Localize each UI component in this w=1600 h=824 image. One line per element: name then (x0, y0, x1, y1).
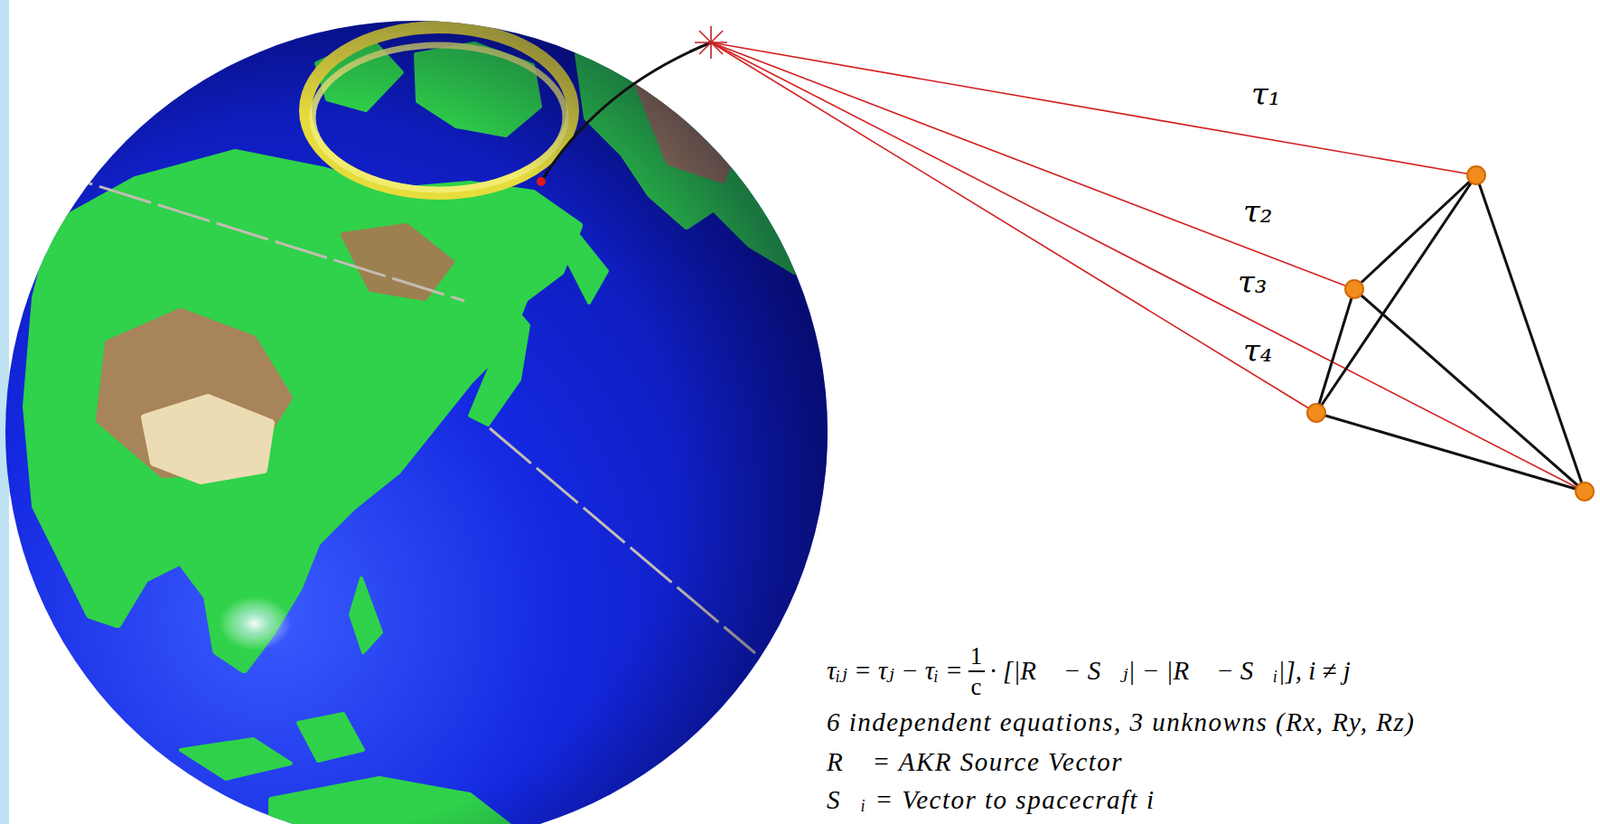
signal-path (711, 42, 1355, 290)
field-line (541, 42, 712, 182)
baselines (1316, 175, 1585, 492)
star-ray (699, 30, 723, 55)
delay-label: τ₁ (1251, 77, 1281, 112)
fraction: 1c (968, 643, 985, 701)
fraction-numerator: 1 (970, 643, 983, 669)
signal-paths (711, 42, 1585, 492)
spacecraft-dot (1307, 403, 1326, 422)
signal-path (711, 42, 1317, 413)
legend-note: S⃗ᵢ = Vector to spacecraft i (826, 785, 1155, 815)
baseline (1316, 412, 1585, 492)
baseline (1316, 175, 1477, 413)
delay-label: τ₃ (1237, 265, 1267, 300)
baseline (1316, 289, 1355, 413)
baseline (1354, 175, 1477, 290)
spacecraft-dot (1575, 482, 1594, 501)
footpoint-dot (536, 177, 546, 187)
legend-note: R⃗ = AKR Source Vector (826, 748, 1123, 777)
globe-shading (5, 20, 828, 824)
spacecraft-dot (1467, 166, 1486, 185)
delay-label: τ₄ (1243, 334, 1273, 368)
signal-path (711, 42, 1585, 492)
globe (5, 20, 828, 824)
akr-source-star (694, 26, 728, 59)
signal-path (711, 42, 1477, 176)
fraction-denominator: c (971, 673, 983, 700)
baseline (1354, 289, 1585, 492)
note-text: 6 independent equations, 3 unknowns (Rx,… (826, 708, 1415, 738)
equation-text: · [|R⃗ − S⃗ⱼ| − |R⃗ − S⃗ᵢ|], i ≠ j (990, 656, 1351, 686)
equation: τᵢⱼ = τⱼ − τᵢ =1c· [|R⃗ − S⃗ⱼ| − |R⃗ − S… (826, 643, 1351, 701)
delay-label: τ₂ (1243, 195, 1273, 229)
star-ray (699, 30, 723, 55)
spacecraft (1307, 166, 1594, 501)
equation-text: τᵢⱼ = τⱼ − τᵢ = (826, 656, 964, 686)
fraction-bar (968, 670, 985, 673)
spacecraft-dot (1345, 280, 1364, 299)
